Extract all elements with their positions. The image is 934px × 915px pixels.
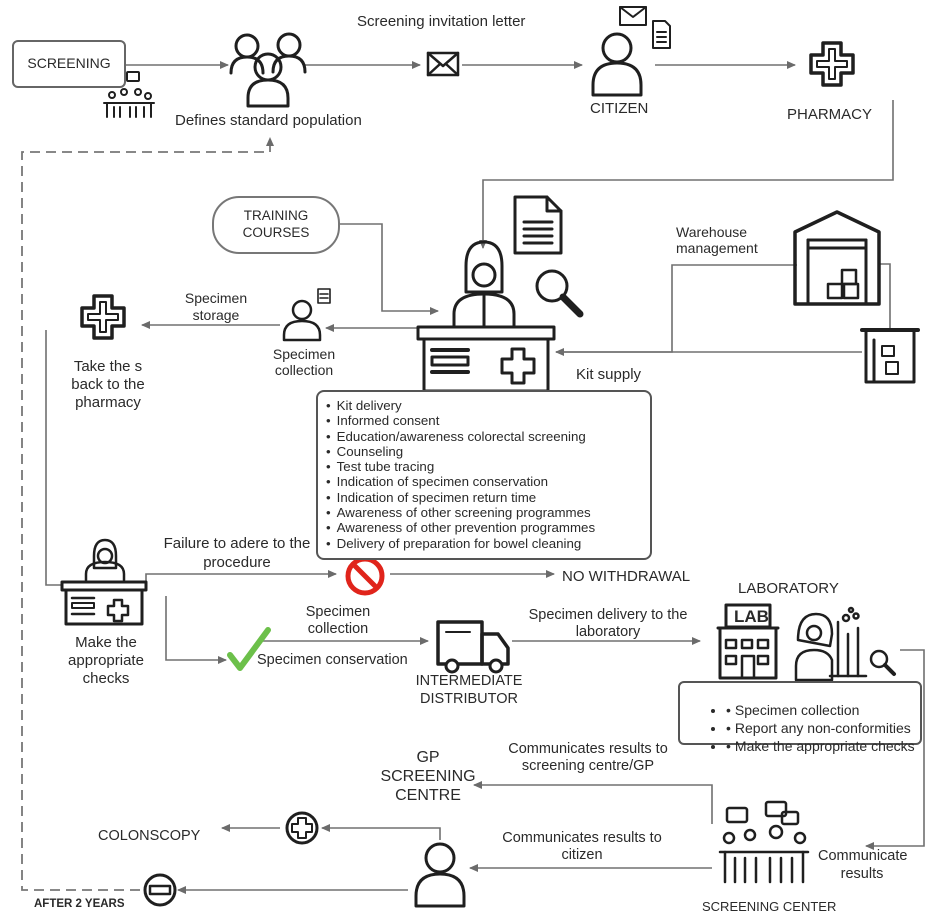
arrow-pharmacy-pharmacist bbox=[479, 100, 894, 249]
task-item: Counseling bbox=[326, 444, 595, 459]
task-item: Indication of specimen return time bbox=[326, 490, 595, 505]
dashed-recall-loop bbox=[21, 137, 274, 891]
lab-tasks-list: Specimen collection Report any non-confo… bbox=[686, 701, 915, 755]
laboratory-label: LABORATORY bbox=[738, 580, 839, 597]
pharmacy-tasks-box: Kit delivery Informed consent Education/… bbox=[316, 390, 652, 560]
task-item: Awareness of other screening programmes bbox=[326, 505, 595, 520]
task-item: Kit delivery bbox=[326, 398, 595, 413]
screening-center-label: SCREENING CENTER bbox=[702, 899, 837, 914]
population-icon bbox=[229, 32, 307, 108]
colonscopy-label: COLONSCOPY bbox=[98, 828, 201, 844]
specimen-conservation-label: Specimen conservation bbox=[257, 652, 408, 668]
pharmacist-icon bbox=[452, 240, 516, 328]
meeting-icon-large bbox=[718, 800, 810, 884]
pharmacy-cross-icon bbox=[809, 41, 855, 87]
pharmacy-tasks-list: Kit delivery Informed consent Education/… bbox=[326, 398, 595, 551]
communicates-gp-label: Communicates results to screening centre… bbox=[508, 741, 668, 774]
specimen-collection-label-2: Specimen collection bbox=[305, 604, 371, 637]
checkmark-icon bbox=[227, 627, 271, 671]
after-2-years-label: AFTER 2 YEARS bbox=[34, 898, 125, 910]
pharmacy-cross-small-icon bbox=[80, 294, 126, 340]
pharmacy-label: PHARMACY bbox=[787, 106, 873, 123]
task-item: Awareness of other prevention programmes bbox=[326, 520, 595, 535]
document-small-icon bbox=[652, 20, 671, 49]
lab-tasks-box: Specimen collection Report any non-confo… bbox=[678, 681, 922, 754]
line-warehouse-shelf bbox=[878, 263, 891, 330]
envelope-icon bbox=[426, 51, 460, 77]
citizen-person-icon bbox=[591, 32, 643, 97]
pharmacy-counter-icon bbox=[416, 325, 556, 393]
communicate-results-label: Communicate results bbox=[818, 848, 908, 882]
intermediate-distributor-label: INTERMEDIATE DISTRIBUTOR bbox=[415, 673, 523, 707]
screening-label: SCREENING bbox=[27, 55, 111, 71]
make-checks-label: Make the appropriate checks bbox=[68, 634, 144, 687]
lab-task-item: Make the appropriate checks bbox=[726, 737, 915, 755]
failure-label: Failure to adere to the procedure bbox=[163, 535, 311, 571]
delivery-truck-icon bbox=[436, 620, 510, 674]
arrow-failure bbox=[145, 570, 337, 583]
lab-task-item: Report any non-conformities bbox=[726, 719, 915, 737]
negative-result-icon bbox=[143, 873, 177, 907]
arrow-kit-supply bbox=[555, 264, 797, 356]
warehouse-icon bbox=[793, 210, 881, 306]
training-courses-box: TRAINING COURSES bbox=[212, 196, 340, 254]
lab-scientist-icon bbox=[794, 606, 868, 682]
arrow-training-pharmacist bbox=[338, 223, 439, 315]
positive-result-icon bbox=[285, 811, 319, 845]
take-back-label: Take the s back to the pharmacy bbox=[71, 358, 145, 411]
prohibition-icon bbox=[345, 556, 385, 596]
collection-person-icon bbox=[282, 299, 322, 342]
no-withdrawal-label: NO WITHDRAWAL bbox=[562, 568, 691, 585]
arrow-success bbox=[165, 596, 227, 664]
lab-magnifier-icon bbox=[869, 649, 896, 676]
specimen-storage-label: Specimen storage bbox=[184, 290, 248, 323]
invitation-letter-label: Screening invitation letter bbox=[357, 13, 526, 30]
task-item: Education/awareness colorectal screening bbox=[326, 429, 595, 444]
specimen-delivery-label: Specimen delivery to the laboratory bbox=[528, 607, 688, 640]
lab-sign-label: LAB bbox=[734, 607, 769, 626]
document-icon bbox=[513, 195, 563, 255]
citizen-bottom-icon bbox=[414, 842, 466, 908]
specimen-collection-label-1: Specimen collection bbox=[272, 346, 336, 378]
arrow-center-gp bbox=[473, 781, 713, 824]
task-item: Informed consent bbox=[326, 413, 595, 428]
lab-building-icon bbox=[716, 603, 780, 680]
gp-screening-centre-label: GP SCREENING CENTRE bbox=[380, 749, 476, 804]
training-courses-label: TRAINING COURSES bbox=[242, 208, 310, 240]
warehouse-label: Warehouse management bbox=[676, 224, 758, 256]
task-item: Indication of specimen conservation bbox=[326, 474, 595, 489]
lab-task-item: Specimen collection bbox=[726, 701, 915, 719]
storage-shelf-icon bbox=[860, 328, 920, 384]
task-item: Test tube tracing bbox=[326, 459, 595, 474]
arrow-lab-center bbox=[865, 649, 925, 850]
magnifier-icon bbox=[535, 269, 584, 318]
task-item: Delivery of preparation for bowel cleani… bbox=[326, 536, 595, 551]
screening-box: SCREENING bbox=[12, 40, 126, 88]
citizen-label: CITIZEN bbox=[590, 100, 649, 117]
small-document-icon bbox=[317, 288, 331, 304]
defines-population-label: Defines standard population bbox=[175, 112, 362, 129]
line-back-to-checks bbox=[45, 330, 62, 586]
kit-supply-label: Kit supply bbox=[576, 366, 642, 383]
communicates-citizen-label: Communicates results to citizen bbox=[502, 830, 662, 863]
pharmacist-small-icon bbox=[60, 538, 148, 626]
arrow-citizen-positive bbox=[321, 824, 441, 840]
letter-envelope-icon bbox=[619, 6, 647, 26]
